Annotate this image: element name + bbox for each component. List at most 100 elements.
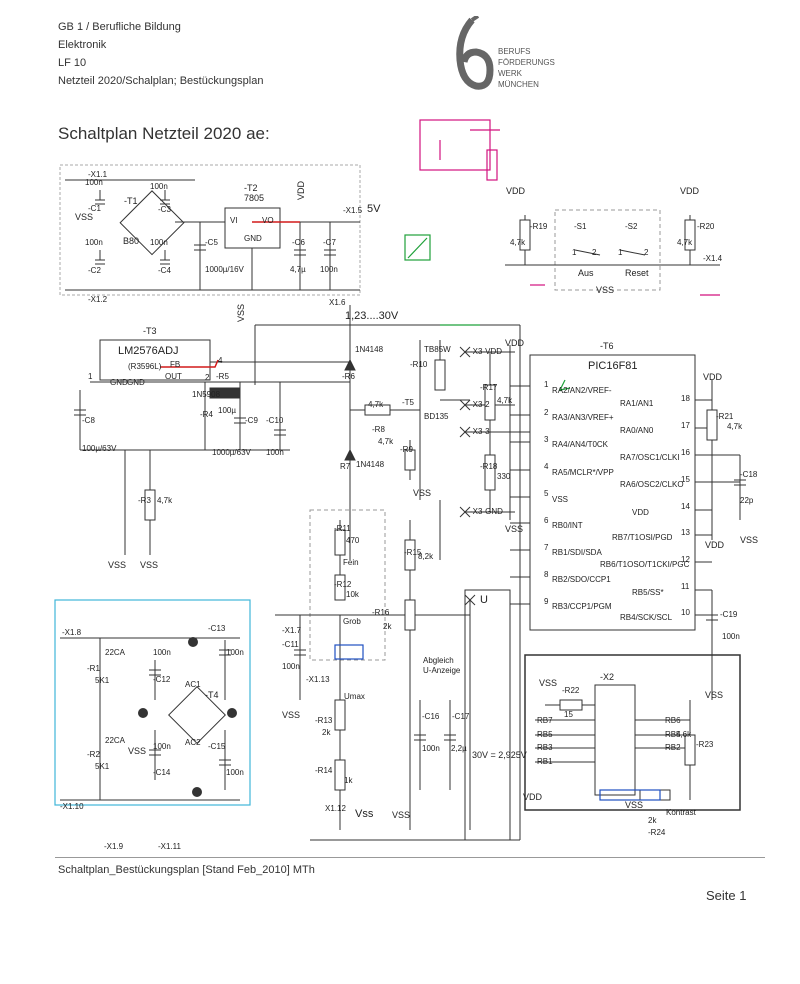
label-pin1: 1	[88, 372, 93, 381]
label-vss-left: VSS	[75, 212, 94, 222]
label-r21-value: 4,7k	[727, 422, 743, 431]
pic-pin-r4: RA6/OSC2/CLKO	[620, 480, 684, 489]
label-s1: -S1	[574, 222, 587, 231]
pic-pin-l7: RB1/SDI/SDA	[552, 548, 602, 557]
label-d1: 22CA	[105, 648, 126, 657]
pic-pin-num-4: 4	[544, 462, 549, 471]
label-c5: -C5	[205, 238, 218, 247]
label-c19-value: 100n	[722, 632, 740, 641]
label-vss-x3: VSS	[505, 524, 524, 534]
label-vss-c18: VSS	[740, 535, 759, 545]
label-rb5: RB5	[537, 730, 553, 739]
label-rb6: RB6	[665, 716, 681, 725]
label-vss-b: VSS	[140, 560, 159, 570]
label-abgleich: Abgleich	[423, 656, 454, 665]
page-title: Schaltplan Netzteil 2020 ae:	[58, 124, 270, 143]
label-r17: -R17	[480, 383, 498, 392]
terminal-dots	[138, 637, 237, 797]
pic-pin-l9: RB3/CCP1/PGM	[552, 602, 612, 611]
label-c4: -C4	[158, 266, 171, 275]
pic-pin-num-6: 6	[544, 516, 549, 525]
label-c3-value: 100n	[150, 182, 168, 191]
logo-line-2: FÖRDERUNGS	[498, 58, 555, 67]
label-c2: -C2	[88, 266, 101, 275]
pic-pin-r2: RA0/AN0	[620, 426, 654, 435]
label-c9: -C9	[245, 416, 258, 425]
pic-pin-num-2: 2	[544, 408, 549, 417]
label-rb3: RB3	[537, 743, 553, 752]
label-x14: -X1.4	[703, 254, 723, 263]
label-c6: -C6	[292, 238, 305, 247]
pic-pin-l2: RA3/AN3/VREF+	[552, 413, 614, 422]
label-vss-t5: VSS	[413, 488, 432, 498]
label-x11: -X1.1	[88, 170, 108, 179]
label-c14-value: 100n	[153, 742, 171, 751]
label-r16: -R16	[372, 608, 390, 617]
label-c15-value: 100n	[226, 768, 244, 777]
label-d2: 22CA	[105, 736, 126, 745]
label-out: OUT	[165, 372, 182, 381]
label-r3596: (R3596L)	[128, 362, 162, 371]
x-connector-marks	[459, 346, 476, 606]
label-gnd: GND	[244, 234, 262, 243]
label-ac1: AC1	[185, 680, 201, 689]
header-line-4: Netzteil 2020/Schalplan; Bestückungsplan	[58, 75, 264, 87]
pic-pin-r8: RB5/SS*	[632, 588, 664, 597]
pic-pin-num-13: 13	[681, 528, 690, 537]
pic-pin-l3: RA4/AN4/T0CK	[552, 440, 609, 449]
footer-page: Seite 1	[706, 888, 747, 903]
label-r1: -R1	[87, 664, 100, 673]
pic-pin-num-11: 11	[681, 582, 690, 591]
label-r16-value: 2k	[383, 622, 392, 631]
label-c19: -C19	[720, 610, 738, 619]
label-x15: -X1.5	[343, 206, 363, 215]
label-x18: -X1.8	[62, 628, 82, 637]
pic-pin-r1: RA1/AN1	[620, 399, 654, 408]
label-x3-2: -X3-2	[470, 400, 490, 409]
label-c17-value: 2,2µ	[451, 744, 467, 753]
label-rb7: RB7	[537, 716, 553, 725]
label-l100: 100µ	[218, 406, 236, 415]
pic-pin-l4: RA5/MCLR*/VPP	[552, 468, 614, 477]
label-r2-value: 5K1	[95, 762, 110, 771]
header-line-3: LF 10	[58, 57, 87, 69]
logo-line-1: BERUFS	[498, 47, 531, 56]
label-vss-switch: VSS	[596, 285, 615, 295]
label-vss-r16: VSS	[392, 810, 411, 820]
label-r9: -R9	[400, 445, 413, 454]
logo-text: BERUFS FÖRDERUNGS WERK MÜNCHEN	[498, 46, 555, 90]
blue-sketch	[334, 644, 661, 801]
label-vi: VI	[230, 216, 238, 225]
pic-pin-num-9: 9	[544, 597, 549, 606]
label-c12: -C12	[153, 675, 171, 684]
label-c13-value: 100n	[226, 648, 244, 657]
label-x12: -X1.2	[88, 295, 108, 304]
label-vo: VO	[262, 216, 274, 225]
label-c13: -C13	[208, 624, 226, 633]
label-r6-diode: 1N4148	[355, 345, 384, 354]
label-pic: PIC16F81	[588, 360, 638, 372]
label-x112: X1.12	[325, 804, 346, 813]
label-c18-value: 22p	[740, 496, 754, 505]
pic-pin-num-8: 8	[544, 570, 549, 579]
label-vss-top: VSS	[236, 303, 246, 322]
label-c16: -C16	[422, 712, 440, 721]
label-kontrast: Kontrast	[666, 808, 696, 817]
pic-pin-num-17: 17	[681, 421, 690, 430]
label-vdd-r20: VDD	[680, 186, 700, 196]
label-s1-pin2: 2	[592, 248, 597, 257]
label-r3-value: 4,7k	[157, 496, 173, 505]
label-b80: B80	[123, 236, 140, 246]
label-c15: -C15	[208, 742, 226, 751]
label-pin2: 2	[205, 373, 210, 382]
label-x17: -X1.7	[282, 626, 302, 635]
label-vss-c19: VSS	[705, 690, 724, 700]
label-r24-value: 2k	[648, 816, 657, 825]
label-x113: -X1.13	[306, 675, 330, 684]
label-r17-value: 4,7k	[497, 396, 513, 405]
label-r21: -R21	[716, 412, 734, 421]
label-vdd-r19: VDD	[506, 186, 526, 196]
label-r13-value: 2k	[322, 728, 331, 737]
label-x3-vdd: -X3-VDD	[470, 347, 503, 356]
